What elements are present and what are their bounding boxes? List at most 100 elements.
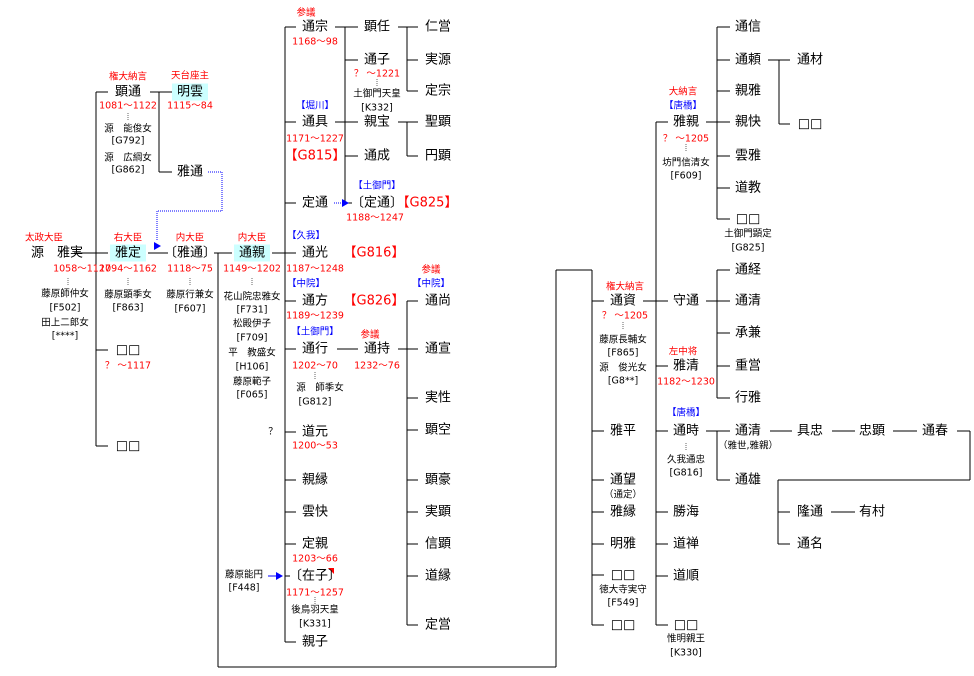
title-or-years: 参議: [421, 264, 441, 276]
person-name[interactable]: 雅通: [176, 164, 204, 180]
spouse-or-note: 源 広綱女: [104, 152, 152, 164]
person-name[interactable]: 通信: [734, 19, 762, 35]
title-or-years: 1203〜66: [292, 553, 338, 565]
person-name[interactable]: 通子: [363, 52, 391, 68]
person-name[interactable]: 道元: [301, 424, 329, 440]
person-name[interactable]: 顕豪: [424, 472, 452, 488]
person-name[interactable]: 通清: [734, 293, 762, 309]
spouse-or-note: 田上二郎女: [41, 317, 89, 329]
person-name[interactable]: 円顕: [424, 148, 452, 164]
person-name[interactable]: 雲雅: [734, 148, 762, 164]
person-name[interactable]: 隆通: [796, 504, 824, 520]
spouse-or-note: 花山院忠雅女: [223, 291, 281, 303]
person-name[interactable]: 顕任: [363, 19, 391, 35]
person-name[interactable]: 信顕: [424, 536, 452, 552]
person-name[interactable]: 通資: [609, 293, 637, 309]
person-name[interactable]: 通光: [301, 245, 329, 261]
person-name[interactable]: 明雅: [609, 536, 637, 552]
person-name[interactable]: 承兼: [734, 325, 762, 341]
person-name[interactable]: □□: [797, 116, 823, 132]
person-name[interactable]: 仁営: [424, 19, 452, 35]
person-name[interactable]: 道教: [734, 180, 762, 196]
spouse-or-note: 源 能俊女: [104, 123, 152, 135]
title-or-years: 1058〜1127: [53, 263, 111, 275]
person-name[interactable]: 通尚: [424, 293, 452, 309]
title-or-years: 参議: [360, 329, 380, 341]
title-or-years: 権大納言: [108, 71, 148, 83]
person-name[interactable]: 通宣: [424, 341, 452, 357]
person-name[interactable]: 通方: [301, 293, 329, 309]
person-name[interactable]: 行雅: [734, 390, 762, 406]
title-or-years: 権大納言: [605, 281, 645, 293]
person-name[interactable]: 通具: [301, 114, 329, 130]
spouse-or-note: [G825]: [731, 242, 765, 254]
spouse-or-note: 源 俊光女: [599, 362, 647, 374]
person-name[interactable]: 親宝: [363, 114, 391, 130]
person-name[interactable]: 聖顕: [424, 114, 452, 130]
person-name-highlighted[interactable]: 明雲: [171, 83, 209, 101]
person-name[interactable]: 〔在子〕: [288, 568, 342, 584]
title-or-years: 1149〜1202: [223, 263, 281, 275]
title-or-years: 1094〜1162: [99, 263, 157, 275]
person-name[interactable]: 顕空: [424, 422, 452, 438]
genealogy-ref: 【G826】: [343, 293, 405, 309]
person-name[interactable]: 通雄: [734, 472, 762, 488]
person-name[interactable]: □□: [610, 567, 636, 583]
person-name[interactable]: 親快: [734, 114, 762, 130]
person-name[interactable]: 雅縁: [609, 504, 637, 520]
note-marker-icon: [328, 568, 334, 574]
person-name[interactable]: 通望: [609, 472, 637, 488]
person-name[interactable]: 〔定通〕: [350, 195, 404, 211]
person-name[interactable]: □□: [115, 438, 141, 454]
person-name[interactable]: 道縁: [424, 568, 452, 584]
person-name[interactable]: 通成: [363, 148, 391, 164]
person-name[interactable]: 雅清: [672, 358, 700, 374]
person-name-highlighted[interactable]: 雅定: [109, 244, 147, 262]
person-name[interactable]: 〔雅通〕: [163, 245, 217, 261]
person-name[interactable]: 定宗: [424, 83, 452, 99]
person-name[interactable]: 雅親: [672, 114, 700, 130]
title-or-years: 1232〜76: [354, 360, 400, 372]
person-name[interactable]: 重営: [734, 358, 762, 374]
person-name[interactable]: 勝海: [672, 504, 700, 520]
person-name[interactable]: 雅平: [609, 423, 637, 439]
person-name[interactable]: 通清: [734, 423, 762, 439]
person-name[interactable]: 実源: [424, 52, 452, 68]
person-name[interactable]: 道禅: [672, 536, 700, 552]
adoption-arrow: [156, 171, 223, 240]
person-name[interactable]: 通経: [734, 262, 762, 278]
person-name[interactable]: 有村: [858, 504, 886, 520]
person-name[interactable]: 通持: [363, 341, 391, 357]
person-name[interactable]: 定親: [301, 536, 329, 552]
person-name[interactable]: 顕通: [114, 84, 142, 100]
person-name[interactable]: 通宗: [301, 19, 329, 35]
person-name[interactable]: 実顕: [424, 504, 452, 520]
person-name[interactable]: 定通: [301, 195, 329, 211]
spouse-or-note: [G816]: [669, 467, 703, 479]
person-name[interactable]: 源 雅実: [30, 245, 84, 261]
house-name: 【唐橋】: [663, 100, 703, 112]
person-name[interactable]: 守通: [672, 293, 700, 309]
person-name[interactable]: 通春: [921, 423, 949, 439]
person-name[interactable]: 親縁: [301, 472, 329, 488]
person-name[interactable]: 定営: [424, 617, 452, 633]
person-name-highlighted[interactable]: 通親: [233, 244, 271, 262]
person-name[interactable]: □□: [735, 211, 761, 227]
person-name[interactable]: 道順: [672, 568, 700, 584]
title-or-years: ？ 〜1205: [662, 133, 710, 145]
person-name[interactable]: 親雅: [734, 83, 762, 99]
person-name[interactable]: 雲快: [301, 504, 329, 520]
person-name[interactable]: 通行: [301, 341, 329, 357]
person-name[interactable]: 実性: [424, 390, 452, 406]
person-name[interactable]: □□: [673, 617, 699, 633]
person-name[interactable]: 忠顕: [858, 423, 886, 439]
person-name[interactable]: 通名: [796, 536, 824, 552]
person-name[interactable]: 具忠: [796, 423, 824, 439]
person-name[interactable]: 通時: [672, 423, 700, 439]
person-name[interactable]: □□: [115, 342, 141, 358]
person-name[interactable]: 通頼: [734, 52, 762, 68]
person-name[interactable]: 通材: [796, 52, 824, 68]
person-name[interactable]: 親子: [301, 634, 329, 650]
arrow-head-icon: [342, 199, 349, 207]
person-name[interactable]: □□: [610, 617, 636, 633]
